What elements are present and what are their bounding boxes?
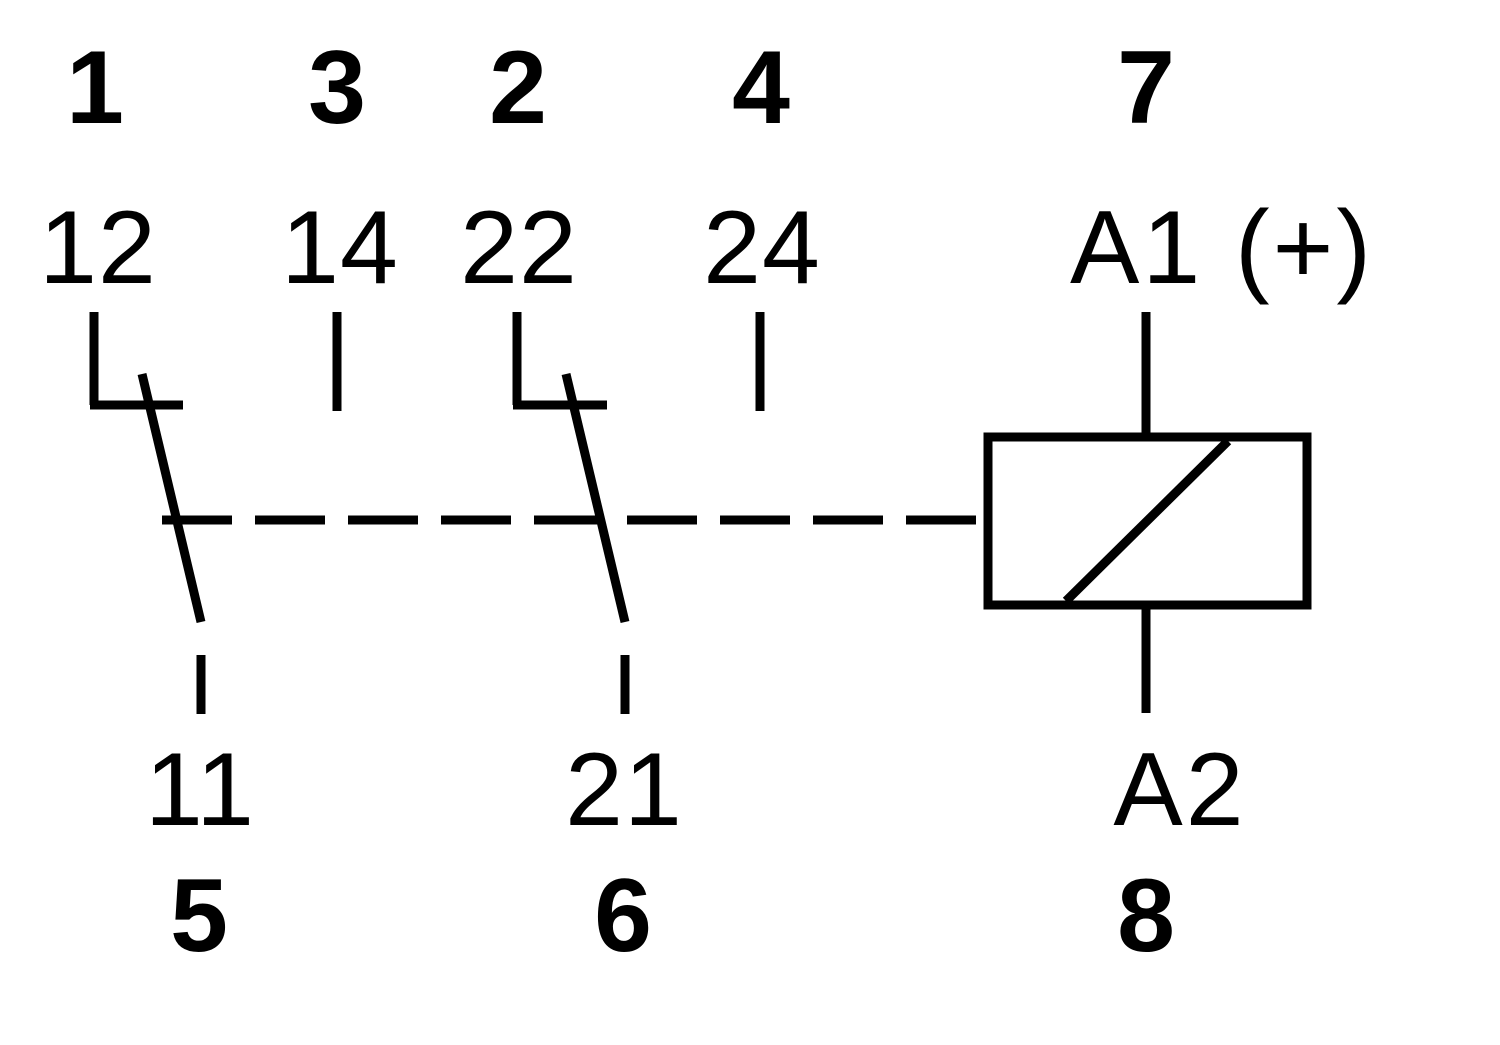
- terminal-label-A1: A1 (+): [1069, 190, 1375, 306]
- pin-number-4: 4: [732, 30, 790, 146]
- terminal-label-A2: A2: [1113, 732, 1247, 848]
- pin-number-8: 8: [1117, 858, 1175, 974]
- terminal-label-21: 21: [565, 732, 683, 848]
- pin-number-2: 2: [489, 30, 547, 146]
- moving-blade-contact-2: [561, 372, 630, 624]
- terminal-label-24: 24: [703, 190, 821, 306]
- terminal-label-11: 11: [145, 732, 255, 848]
- terminal-label-14: 14: [281, 190, 399, 306]
- pin-number-6: 6: [594, 858, 652, 974]
- pin-number-1: 1: [66, 30, 124, 146]
- terminal-label-12: 12: [39, 190, 157, 306]
- coil-diagonal-stroke: [1062, 437, 1232, 605]
- pin-number-3: 3: [308, 30, 366, 146]
- moving-blade-contact-1: [137, 372, 206, 624]
- pin-number-7: 7: [1117, 30, 1175, 146]
- terminal-label-22: 22: [460, 190, 578, 306]
- pin-number-5: 5: [170, 858, 228, 974]
